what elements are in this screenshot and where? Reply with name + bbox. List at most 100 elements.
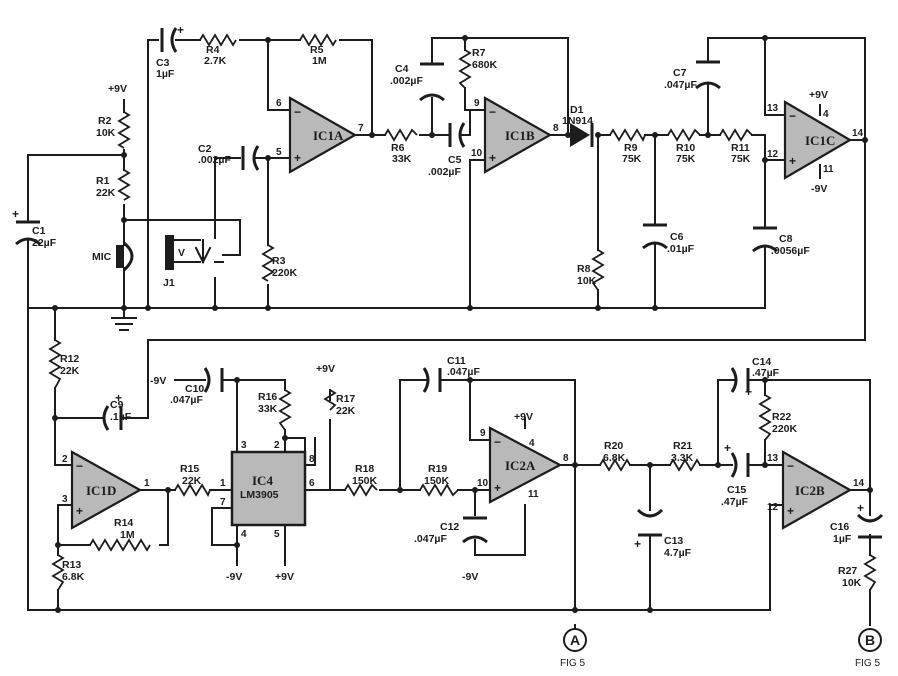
opamp-ic1d	[70, 450, 143, 530]
r20-ref: R20	[604, 440, 623, 452]
pin-ic1c-11: 11	[823, 164, 834, 175]
r22-symbol	[758, 394, 772, 441]
capacitors	[15, 27, 884, 544]
r5-ref: R5	[310, 44, 324, 56]
pin-ic4-7: 7	[220, 497, 226, 508]
c16-ref: C16	[830, 521, 849, 533]
jack-label: J1	[163, 277, 175, 289]
r22-ref: R22	[772, 411, 791, 423]
ic2a-inv-wire	[469, 379, 491, 441]
pin-ic1b-9: 9	[474, 98, 480, 109]
ground-rail-bottom	[27, 307, 784, 611]
r15-value: 22K	[182, 475, 202, 487]
r5-symbol	[299, 33, 337, 47]
c10-symbol	[203, 367, 224, 393]
r21-value: 3.3K	[671, 452, 694, 464]
c8-value: .0056µF	[771, 245, 810, 257]
pin-ic1c-4: 4	[823, 109, 829, 120]
r15-ref: R15	[180, 463, 199, 475]
connector-a-label: A	[570, 632, 580, 648]
c9-value: .1µF	[110, 411, 132, 423]
ic1b-non-wire	[469, 159, 486, 309]
c12-wire	[474, 489, 526, 556]
r7-symbol	[458, 49, 472, 89]
r14-ref: R14	[114, 517, 133, 529]
r13-ref: R13	[62, 559, 81, 571]
r14-symbol	[89, 538, 151, 552]
ic1b-feedback	[431, 37, 569, 136]
c15-symbol	[730, 452, 750, 478]
ic1b-minus: −	[489, 105, 496, 119]
opamp-ic1b	[483, 96, 553, 174]
c3-ref: C3	[156, 57, 170, 69]
c3-plus: +	[177, 23, 184, 37]
c5-ref: C5	[448, 154, 462, 166]
pin-ic1c-14: 14	[852, 128, 864, 139]
ic1c-non-wire	[764, 134, 786, 309]
r11-symbol	[719, 128, 753, 142]
c8-ref: C8	[779, 233, 793, 245]
r21-ref: R21	[673, 440, 692, 452]
ic2a-plus: +	[494, 481, 501, 495]
c2-wire	[214, 157, 291, 206]
pin-ic1a-7: 7	[358, 123, 364, 134]
ic1b-label: IC1B	[505, 128, 535, 143]
r7-value: 680K	[472, 59, 498, 71]
c4-value: .002µF	[390, 75, 423, 87]
c5-wire	[461, 109, 471, 136]
r17-value: 22K	[336, 405, 356, 417]
ic4-top-wires	[174, 379, 306, 471]
r18-symbol	[344, 483, 378, 497]
pin-ic2b-14: 14	[853, 478, 865, 489]
r8-symbol	[591, 249, 605, 291]
pin-ic4-3: 3	[241, 440, 247, 451]
ic1a-label: IC1A	[313, 128, 344, 143]
r3-value: 220K	[272, 267, 298, 279]
r8-value: 10K	[577, 275, 597, 287]
ic1c-minus: −	[789, 109, 796, 123]
r20-symbol	[599, 458, 631, 472]
ground-icon	[111, 307, 137, 331]
c14-plus: +	[745, 385, 752, 399]
r6-symbol	[384, 128, 418, 142]
r19-value: 150K	[424, 475, 450, 487]
r7-ref: R7	[472, 47, 486, 59]
pin-ic1d-3: 3	[62, 494, 68, 505]
r18-value: 150K	[352, 475, 378, 487]
r9-symbol	[609, 128, 646, 143]
r10-symbol	[667, 128, 701, 142]
ic4-part: LM3905	[240, 489, 279, 501]
opamp-ic2b	[781, 450, 853, 530]
c16-plus: +	[857, 501, 864, 515]
ic2b-label: IC2B	[795, 483, 825, 498]
junctions	[52, 35, 873, 613]
pin-ic2a-8: 8	[563, 453, 569, 464]
c1-plus: +	[12, 207, 19, 221]
r22-value: 220K	[772, 423, 798, 435]
r10-ref: R10	[676, 142, 695, 154]
ic1d-plus: +	[76, 504, 83, 518]
r16-value: 33K	[258, 403, 278, 415]
c6-symbol	[642, 223, 668, 250]
r19-ref: R19	[428, 463, 447, 475]
c10-value: .047µF	[170, 394, 203, 406]
r5-value: 1M	[312, 55, 327, 67]
r6-ref: R6	[391, 142, 405, 154]
connector-b	[858, 628, 882, 652]
pin-ic2a-10: 10	[477, 478, 489, 489]
ic1a-minus: −	[294, 105, 301, 119]
c7-ref: C7	[673, 67, 687, 79]
pin-ic2a-9: 9	[480, 428, 486, 439]
pin-ic2b-12: 12	[767, 502, 779, 513]
pin-ic4-8: 8	[309, 454, 315, 465]
c11-feedback	[399, 379, 576, 491]
minus9-ic2a: -9V	[462, 571, 478, 583]
r19-symbol	[419, 483, 459, 497]
ic1c-plus: +	[789, 154, 796, 168]
plus9-ic4: +9V	[275, 571, 294, 583]
r27-ref: R27	[838, 565, 857, 577]
c14-value: .47µF	[752, 367, 780, 379]
c16-symbol	[856, 513, 884, 539]
c5-value: .002µF	[428, 166, 461, 178]
c11-symbol	[419, 367, 442, 393]
